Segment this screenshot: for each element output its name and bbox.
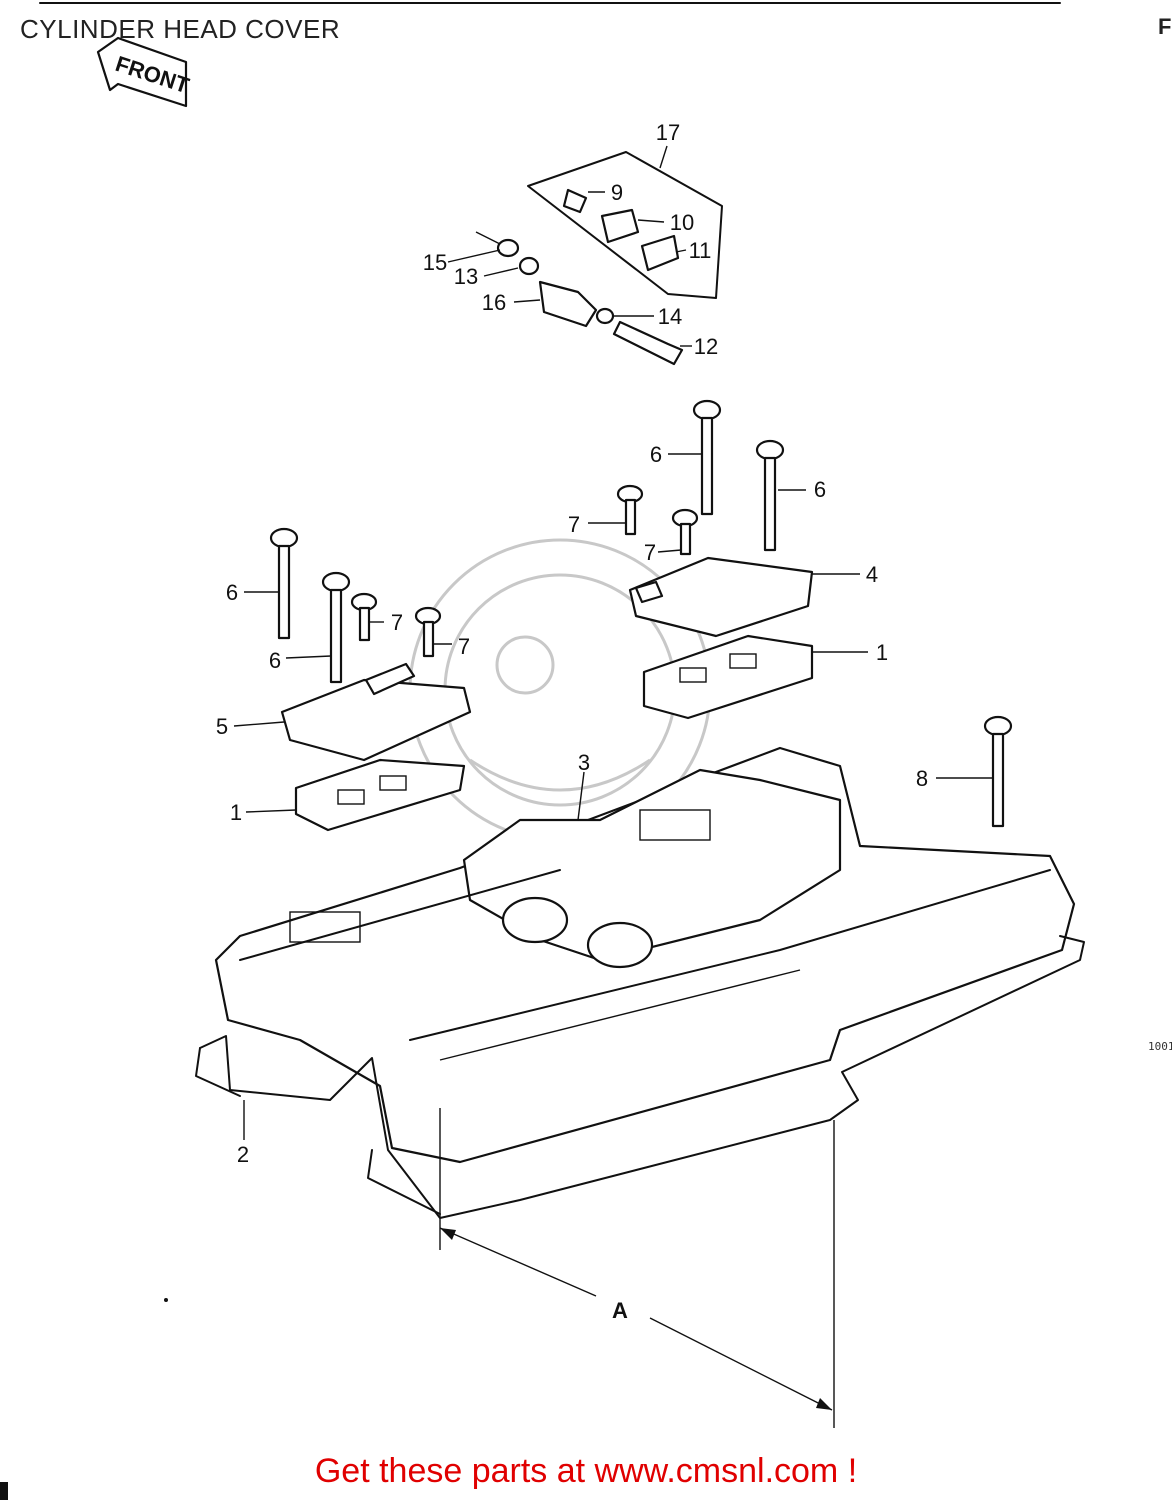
- callout-6-left: 6: [226, 580, 238, 605]
- callout-6-top: 6: [650, 442, 662, 467]
- callout-numbers: 1 1 2 3 4 5 6 6 6 6 7 7 7 7 8 9 10 11 12…: [216, 120, 928, 1167]
- callout-11: 11: [689, 238, 712, 263]
- callout-7-c: 7: [391, 610, 403, 635]
- gasket-2: [195, 935, 1085, 1219]
- callout-12: 12: [694, 334, 718, 359]
- diagram-title: CYLINDER HEAD COVER: [20, 14, 341, 44]
- cap-5-assembly: [280, 662, 472, 832]
- callout-9: 9: [611, 180, 623, 205]
- bolt-6-right: [755, 439, 785, 552]
- leader-lines: [233, 145, 993, 1140]
- callout-16: 16: [482, 290, 506, 315]
- bolt-7-d: [414, 606, 442, 658]
- diagram-code: 1001: [1148, 1040, 1172, 1053]
- cap-4-assembly: [628, 556, 814, 720]
- stray-dot: [164, 1298, 168, 1302]
- bolt-8: [983, 715, 1013, 828]
- bolt-6-mid: [321, 571, 351, 684]
- callout-7-b: 7: [644, 540, 656, 565]
- callout-8: 8: [916, 766, 928, 791]
- callout-13: 13: [454, 264, 478, 289]
- callout-7-a: 7: [568, 512, 580, 537]
- callout-14: 14: [658, 304, 682, 329]
- callout-6-right: 6: [814, 477, 826, 502]
- bolt-6-left: [269, 527, 299, 640]
- cylinder-head-cover: [214, 746, 1076, 1164]
- callout-5: 5: [216, 714, 228, 739]
- callout-2: 2: [237, 1142, 249, 1167]
- callout-10: 10: [670, 210, 694, 235]
- callout-1-left: 1: [230, 800, 242, 825]
- front-arrow: FRONT: [96, 36, 193, 108]
- dimension-a: A: [439, 1108, 835, 1428]
- callout-7-d: 7: [458, 634, 470, 659]
- bolt-7-a: [616, 484, 644, 536]
- bolts: [269, 399, 1013, 828]
- callout-17: 17: [656, 120, 680, 145]
- dimension-a-label: A: [612, 1298, 628, 1323]
- bolt-7-c: [350, 592, 378, 642]
- parts-link-footer[interactable]: Get these parts at www.cmsnl.com !: [314, 1452, 858, 1490]
- bolt-7-b: [671, 508, 699, 556]
- breather-assembly: [475, 151, 723, 366]
- bolt-6-top: [692, 399, 722, 516]
- callout-4: 4: [866, 562, 878, 587]
- corner-page-letter: F: [1158, 14, 1172, 39]
- callout-3: 3: [578, 750, 590, 775]
- callout-15: 15: [423, 250, 447, 275]
- callout-6-mid: 6: [269, 648, 281, 673]
- callout-1-right: 1: [876, 640, 888, 665]
- margin-mark: [0, 1482, 8, 1500]
